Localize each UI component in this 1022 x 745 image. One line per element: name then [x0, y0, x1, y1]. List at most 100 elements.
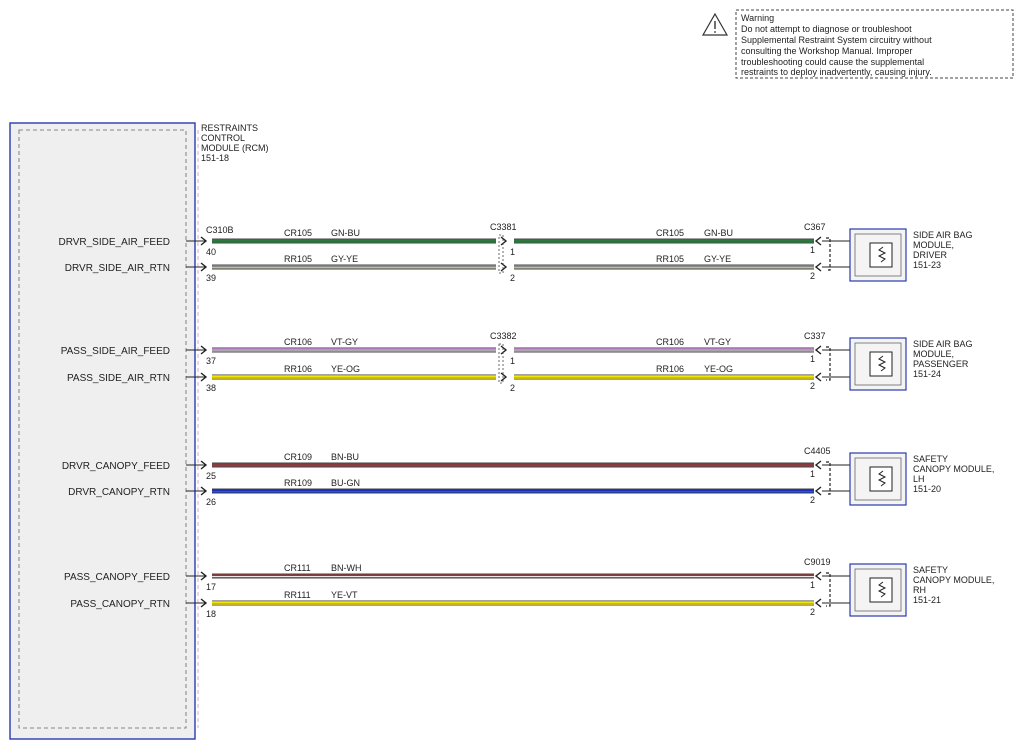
module-ref: 151-21: [913, 595, 941, 605]
rcm-pin-number: 40: [206, 247, 216, 257]
signal-label: DRVR_SIDE_AIR_FEED: [58, 237, 170, 248]
signal-label: PASS_SIDE_AIR_RTN: [67, 373, 170, 384]
wire-color-code: VT-GY: [331, 337, 358, 347]
signal-label: DRVR_CANOPY_FEED: [62, 461, 170, 472]
airbag-module-box: [849, 563, 907, 617]
mid-pin-number: 1: [510, 247, 515, 257]
module-name-line: PASSENGER: [913, 359, 969, 369]
squib-zigzag: [877, 581, 887, 598]
circuit-number: CR105: [284, 228, 312, 238]
wire-color-code: GN-BU: [704, 228, 733, 238]
wire-color-code: VT-GY: [704, 337, 731, 347]
connector-pin-arrow: [814, 571, 822, 581]
rcm-pin-number: 17: [206, 582, 216, 592]
rcm-name-line-3: MODULE (RCM): [201, 143, 269, 153]
mid-pin-number: 2: [510, 383, 515, 393]
rcm-pin-number: 18: [206, 609, 216, 619]
connector-pin-arrow: [200, 236, 208, 246]
wire-color-code: BN-BU: [331, 452, 359, 462]
connector-pin-arrow: [500, 236, 508, 246]
module-name-line: DRIVER: [913, 250, 948, 260]
module-name-line: SIDE AIR BAG: [913, 339, 973, 349]
connector-pin-arrow: [200, 486, 208, 496]
squib-icon: [869, 466, 893, 492]
squib-zigzag: [877, 355, 887, 372]
connector-pin-arrow: [500, 262, 508, 272]
wire-color-code: GN-BU: [331, 228, 360, 238]
end-pin-number: 2: [810, 381, 815, 391]
squib-zigzag: [877, 246, 887, 263]
rcm-pin-number: 39: [206, 273, 216, 283]
connector-pin-arrow: [200, 345, 208, 355]
module-name-line: SAFETY: [913, 454, 948, 464]
rcm-ref: 151-18: [201, 153, 229, 163]
connector-pin-arrow: [814, 486, 822, 496]
connector-pin-arrow: [200, 372, 208, 382]
mid-connector-label: C3382: [490, 331, 517, 341]
module-name-line: SAFETY: [913, 565, 948, 575]
connector-pin-arrow: [814, 236, 822, 246]
module-ref: 151-20: [913, 484, 941, 494]
connector-pin-arrow: [814, 372, 822, 382]
squib-icon: [869, 577, 893, 603]
end-pin-number: 1: [810, 245, 815, 255]
warning-box: Warning Do not attempt to diagnose or tr…: [701, 9, 1014, 79]
rcm-name-line-1: RESTRAINTS: [201, 123, 258, 133]
circuit-number: CR111: [284, 563, 311, 573]
signal-label: PASS_SIDE_AIR_FEED: [61, 346, 170, 357]
connector-pin-arrow: [814, 345, 822, 355]
squib-icon: [869, 242, 893, 268]
mid-pin-number: 2: [510, 273, 515, 283]
circuit-group-passenger-side: PASS_SIDE_AIR_FEED 37 1 CR106 VT-GY CR106 VT-G…: [61, 331, 973, 393]
squib-icon: [869, 351, 893, 377]
circuit-number: RR106: [656, 364, 684, 374]
mid-connector-label: C3381: [490, 222, 517, 232]
mid-connector-body: [498, 234, 504, 274]
warning-line-2: Supplemental Restraint System circuitry …: [741, 35, 932, 45]
rcm-pin-number: 38: [206, 383, 216, 393]
connector-pin-arrow: [814, 598, 822, 608]
circuit-number: CR106: [656, 337, 684, 347]
end-pin-number: 2: [810, 607, 815, 617]
connector-pin-arrow: [500, 345, 508, 355]
end-pin-number: 1: [810, 580, 815, 590]
connector-pin-arrow: [814, 460, 822, 470]
end-pin-number: 1: [810, 354, 815, 364]
circuit-number: RR105: [656, 254, 684, 264]
mid-pin-number: 1: [510, 356, 515, 366]
end-connector-body: [826, 346, 831, 381]
module-name-line: MODULE,: [913, 240, 954, 250]
circuit-number: CR106: [284, 337, 312, 347]
end-connector-body: [826, 237, 831, 271]
end-connector-label: C337: [804, 331, 826, 341]
circuit-number: CR105: [656, 228, 684, 238]
signal-label: DRVR_CANOPY_RTN: [68, 487, 170, 498]
wire-color-code: BU-GN: [331, 478, 360, 488]
circuit-number: RR109: [284, 478, 312, 488]
module-name-line: LH: [913, 474, 925, 484]
warning-line-3: consulting the Workshop Manual. Improper: [741, 46, 912, 56]
module-name-line: SIDE AIR BAG: [913, 230, 973, 240]
circuit-group-driver-side: DRVR_SIDE_AIR_FEED 40 1 CR105 GN-BU CR105 GN-B…: [58, 222, 972, 283]
circuit-number: CR109: [284, 452, 312, 462]
end-pin-number: 1: [810, 469, 815, 479]
connector-pin-arrow: [200, 571, 208, 581]
squib-zigzag: [877, 470, 887, 487]
rcm-pin-number: 37: [206, 356, 216, 366]
module-name-line: CANOPY MODULE,: [913, 464, 994, 474]
warning-line-5: restraints to deploy inadvertently, caus…: [741, 67, 932, 77]
signal-label: DRVR_SIDE_AIR_RTN: [65, 263, 170, 274]
rcm-module: RESTRAINTS CONTROL MODULE (RCM) 151-18 C…: [9, 122, 269, 740]
wire-color-code: GY-YE: [331, 254, 358, 264]
module-ref: 151-24: [913, 369, 941, 379]
module-name-line: MODULE,: [913, 349, 954, 359]
signal-label: PASS_CANOPY_RTN: [70, 599, 170, 610]
wire-color-code: YE-OG: [704, 364, 733, 374]
warning-triangle-icon: [701, 12, 729, 36]
wire-color-code: YE-OG: [331, 364, 360, 374]
end-connector-label: C367: [804, 222, 826, 232]
airbag-module-inner: [854, 568, 902, 612]
module-ref: 151-23: [913, 260, 941, 270]
